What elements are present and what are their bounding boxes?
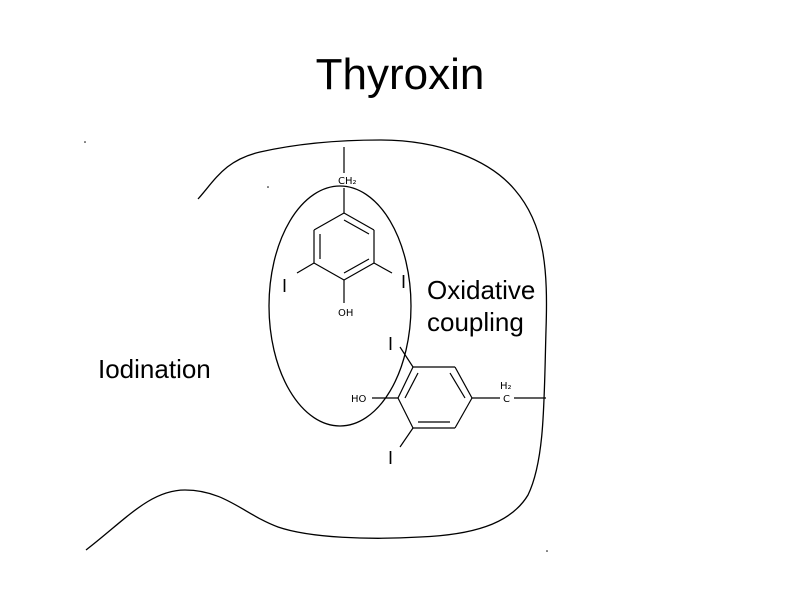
ch2-label: CH₂ <box>338 176 357 187</box>
cell-outline <box>85 139 548 551</box>
iodine-label: I <box>282 276 287 296</box>
iodine-bond <box>296 262 315 274</box>
hydroxyl-label: OH <box>338 308 353 319</box>
top-benzene-ring <box>313 212 375 281</box>
iodination-label: Iodination <box>98 354 211 384</box>
iodine-bond <box>399 346 414 368</box>
carbon-label: C <box>503 394 510 405</box>
iodine-label: I <box>388 334 393 354</box>
stray-dot <box>84 141 86 143</box>
stray-dot <box>267 186 269 188</box>
iodination-ellipse <box>268 185 412 427</box>
iodine-bond <box>399 427 414 448</box>
oxidative-coupling-label-line1: Oxidative <box>427 275 535 305</box>
iodine-label: I <box>401 272 406 292</box>
hydroxyl-label: HO <box>351 394 367 405</box>
oxidative-coupling-label-line2: coupling <box>427 307 524 337</box>
bottom-benzene-ring <box>397 366 473 429</box>
iodine-label: I <box>388 448 393 468</box>
h2-label: H₂ <box>500 381 512 392</box>
stray-dot <box>546 550 548 552</box>
iodine-bond <box>373 262 393 274</box>
slide-title: Thyroxin <box>315 50 485 99</box>
